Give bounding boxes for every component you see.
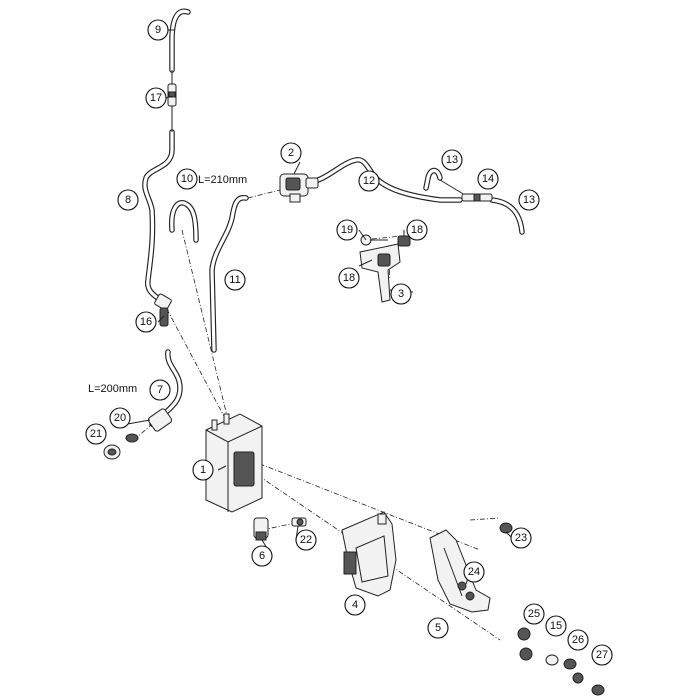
- hose-11: [209, 195, 249, 353]
- valve-2: [279, 173, 319, 203]
- svg-text:24: 24: [468, 566, 480, 578]
- svg-text:17: 17: [150, 92, 162, 104]
- svg-text:18: 18: [343, 272, 355, 284]
- svg-text:27: 27: [596, 649, 608, 661]
- length-note-7: L=200mm: [88, 383, 137, 395]
- svg-text:2: 2: [288, 147, 294, 159]
- fitting-17: [167, 70, 177, 132]
- callout-13-right: 13: [518, 189, 540, 211]
- callout-7: 7: [149, 379, 171, 401]
- callout-6: 6: [251, 545, 273, 567]
- callout-1: 1: [192, 459, 214, 481]
- svg-text:23: 23: [515, 532, 527, 544]
- svg-text:26: 26: [572, 634, 584, 646]
- connector-16: [154, 293, 172, 327]
- fitting-20-21: [103, 408, 173, 460]
- svg-text:6: 6: [259, 550, 265, 562]
- svg-text:9: 9: [155, 24, 161, 36]
- callout-14: 14: [477, 168, 499, 190]
- callout-27: 27: [591, 644, 613, 666]
- svg-text:15: 15: [550, 620, 562, 632]
- hose-12: [315, 157, 463, 203]
- svg-text:18: 18: [411, 224, 423, 236]
- callout-3: 3: [390, 283, 412, 305]
- svg-text:21: 21: [90, 428, 102, 440]
- svg-text:19: 19: [341, 224, 353, 236]
- callout-25: 25: [523, 603, 545, 625]
- hose-10: [169, 200, 199, 243]
- canister-1: [205, 413, 263, 513]
- callout-8: 8: [117, 189, 139, 211]
- plate-5: [429, 529, 491, 613]
- callout-20: 20: [109, 407, 131, 429]
- callout-12: 12: [358, 170, 380, 192]
- hardware-25-27: [517, 627, 605, 696]
- nut-23: [499, 522, 513, 534]
- hose-13: [423, 167, 525, 235]
- svg-text:3: 3: [398, 288, 404, 300]
- callout-9: 9: [147, 19, 169, 41]
- callout-22: 22: [295, 529, 317, 551]
- callout-4: 4: [344, 594, 366, 616]
- svg-text:8: 8: [125, 194, 131, 206]
- svg-text:20: 20: [114, 412, 126, 424]
- fitting-6: [253, 517, 269, 541]
- bolt-24: [457, 581, 475, 601]
- svg-text:25: 25: [528, 608, 540, 620]
- svg-text:11: 11: [229, 274, 240, 286]
- callout-24: 24: [463, 561, 485, 583]
- holder-4: [341, 511, 397, 597]
- svg-text:7: 7: [157, 384, 163, 396]
- leader-lines: [121, 29, 513, 585]
- svg-text:13: 13: [446, 154, 458, 166]
- callout-2: 2: [280, 142, 302, 164]
- svg-text:4: 4: [352, 599, 358, 611]
- svg-text:22: 22: [300, 534, 312, 546]
- svg-text:5: 5: [435, 622, 441, 634]
- svg-text:1: 1: [200, 464, 206, 476]
- callout-18-left: 18: [338, 267, 360, 289]
- callout-15: 15: [545, 615, 567, 637]
- fitting-22: [291, 517, 307, 527]
- hose-9-8: [142, 8, 191, 303]
- svg-text:14: 14: [482, 173, 494, 185]
- callout-23: 23: [510, 527, 532, 549]
- svg-text:13: 13: [523, 194, 535, 206]
- fitting-14: [439, 179, 493, 202]
- svg-text:10: 10: [181, 173, 193, 185]
- callout-26: 26: [567, 629, 589, 651]
- callout-10: 10: [176, 168, 198, 190]
- callout-19: 19: [336, 219, 358, 241]
- callout-18-right: 18: [406, 219, 428, 241]
- callout-5: 5: [427, 617, 449, 639]
- callout-16: 16: [135, 311, 157, 333]
- callout-17: 17: [145, 87, 167, 109]
- callout-21: 21: [85, 423, 107, 445]
- callout-13-top: 13: [441, 149, 463, 171]
- svg-text:12: 12: [363, 175, 375, 187]
- svg-text:16: 16: [140, 316, 152, 328]
- callout-11: 11: [224, 269, 246, 291]
- length-note-10: L=210mm: [198, 174, 247, 186]
